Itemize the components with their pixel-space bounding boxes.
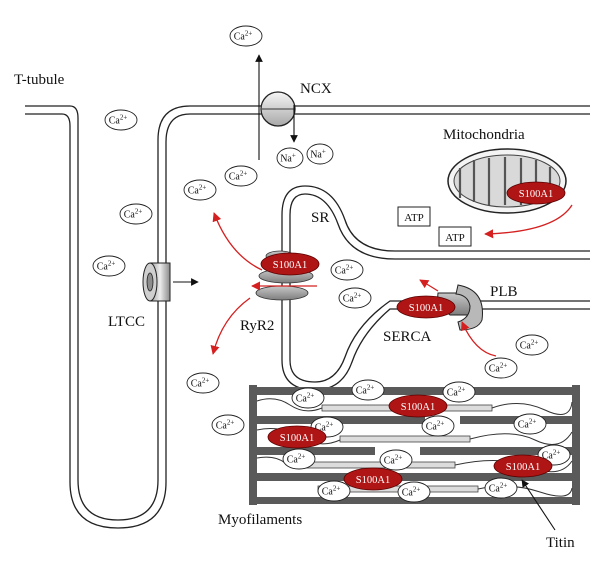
calcium-ion: Ca2+: [484, 477, 518, 499]
s100a1-label: S100A1: [409, 303, 443, 314]
atp-box-2: ATP: [445, 232, 465, 244]
label-plb: PLB: [490, 284, 518, 300]
ions-layer: Ca2+ Ca2+ Ca2+ Ca2+ Ca2+ Ca2+ Na+ Na+ Ca2+ Ca2+ Ca…: [92, 25, 571, 503]
calcium-ion-label: Ca2+: [315, 421, 334, 434]
s100a1-label: S100A1: [273, 260, 307, 271]
calcium-ion-label: Ca2+: [109, 114, 128, 127]
calcium-ion-label: Ca2+: [188, 184, 207, 197]
calcium-ion: Ca2+: [515, 334, 549, 356]
label-t-tubule: T-tubule: [14, 72, 65, 88]
calcium-ion: Ca2+: [282, 448, 316, 470]
s100a1-label: S100A1: [280, 433, 314, 444]
sodium-ion-label: Na+: [280, 152, 296, 165]
sodium-ion: Na+: [276, 147, 304, 169]
calcium-ion-label: Ca2+: [402, 486, 421, 499]
s100a1-protein: S100A1: [396, 295, 456, 319]
label-serca: SERCA: [383, 329, 432, 345]
calcium-ion: Ca2+: [421, 415, 455, 437]
calcium-ion: Ca2+: [291, 387, 325, 409]
s100a1-label: S100A1: [401, 402, 435, 413]
calcium-ion-label: Ca2+: [216, 419, 235, 432]
s100a1-protein: S100A1: [506, 181, 566, 205]
labels: T-tubule NCX Mitochondria SR LTCC RyR2 P…: [14, 72, 575, 551]
ltcc-channel: [142, 262, 199, 302]
calcium-ion: Ca2+: [229, 25, 263, 47]
calcium-ion: Ca2+: [484, 357, 518, 379]
s100a1-layer: S100A1S100A1S100A1S100A1S100A1S100A1S100…: [260, 181, 566, 491]
calcium-ion-label: Ca2+: [322, 485, 341, 498]
calcium-ion-label: Ca2+: [343, 292, 362, 305]
calcium-ion: Ca2+: [211, 414, 245, 436]
sodium-ion-label: Na+: [310, 148, 326, 161]
calcium-ion: Ca2+: [92, 255, 126, 277]
calcium-ion-label: Ca2+: [97, 260, 116, 273]
s100a1-protein: S100A1: [388, 394, 448, 418]
calcium-ion: Ca2+: [397, 481, 431, 503]
label-myofilaments: Myofilaments: [218, 512, 302, 528]
calcium-ion: Ca2+: [183, 179, 217, 201]
sarcolemma-membrane: [25, 105, 590, 529]
calcium-ion: Ca2+: [224, 165, 258, 187]
s100a1-label: S100A1: [356, 475, 390, 486]
label-sr: SR: [311, 210, 329, 226]
atp-boxes: ATP ATP: [397, 206, 472, 247]
calcium-ion-label: Ca2+: [518, 418, 537, 431]
calcium-ion-label: Ca2+: [229, 170, 248, 183]
red-arrows: [210, 204, 573, 357]
calcium-ion: Ca2+: [104, 109, 138, 131]
calcium-ion-label: Ca2+: [296, 392, 315, 405]
calcium-ion-label: Ca2+: [335, 264, 354, 277]
calcium-ion: Ca2+: [119, 203, 153, 225]
calcium-ion: Ca2+: [317, 480, 351, 502]
calcium-ion: Ca2+: [442, 381, 476, 403]
calcium-ion-label: Ca2+: [542, 449, 561, 462]
mitochondria: [447, 148, 567, 214]
label-ryr2: RyR2: [240, 318, 274, 334]
calcium-ion-label: Ca2+: [426, 420, 445, 433]
calcium-ion-label: Ca2+: [489, 482, 508, 495]
s100a1-protein: S100A1: [343, 467, 403, 491]
ncx-exchanger: [255, 54, 298, 160]
s100a1-protein: S100A1: [493, 454, 553, 478]
calcium-ion-label: Ca2+: [124, 208, 143, 221]
s100a1-label: S100A1: [519, 189, 553, 200]
calcium-ion: Ca2+: [351, 379, 385, 401]
calcium-ion: Ca2+: [513, 413, 547, 435]
calcium-ion: Ca2+: [379, 449, 413, 471]
label-mitochondria: Mitochondria: [443, 127, 525, 143]
calcium-ion-label: Ca2+: [356, 384, 375, 397]
s100a1-protein: S100A1: [260, 252, 320, 276]
atp-box-1: ATP: [404, 212, 424, 224]
s100a1-protein: S100A1: [267, 425, 327, 449]
calcium-ion-label: Ca2+: [191, 377, 210, 390]
calcium-ion: Ca2+: [186, 372, 220, 394]
label-ncx: NCX: [300, 81, 332, 97]
calcium-ion: Ca2+: [338, 287, 372, 309]
calcium-ion-label: Ca2+: [384, 454, 403, 467]
calcium-ion-label: Ca2+: [447, 386, 466, 399]
sodium-ion: Na+: [306, 143, 334, 165]
calcium-ion-label: Ca2+: [234, 30, 253, 43]
calcium-ion-label: Ca2+: [287, 453, 306, 466]
label-ltcc: LTCC: [108, 314, 145, 330]
calcium-ion-label: Ca2+: [489, 362, 508, 375]
s100a1-label: S100A1: [506, 462, 540, 473]
calcium-ion: Ca2+: [330, 259, 364, 281]
calcium-ion-label: Ca2+: [520, 339, 539, 352]
label-titin: Titin: [546, 535, 575, 551]
